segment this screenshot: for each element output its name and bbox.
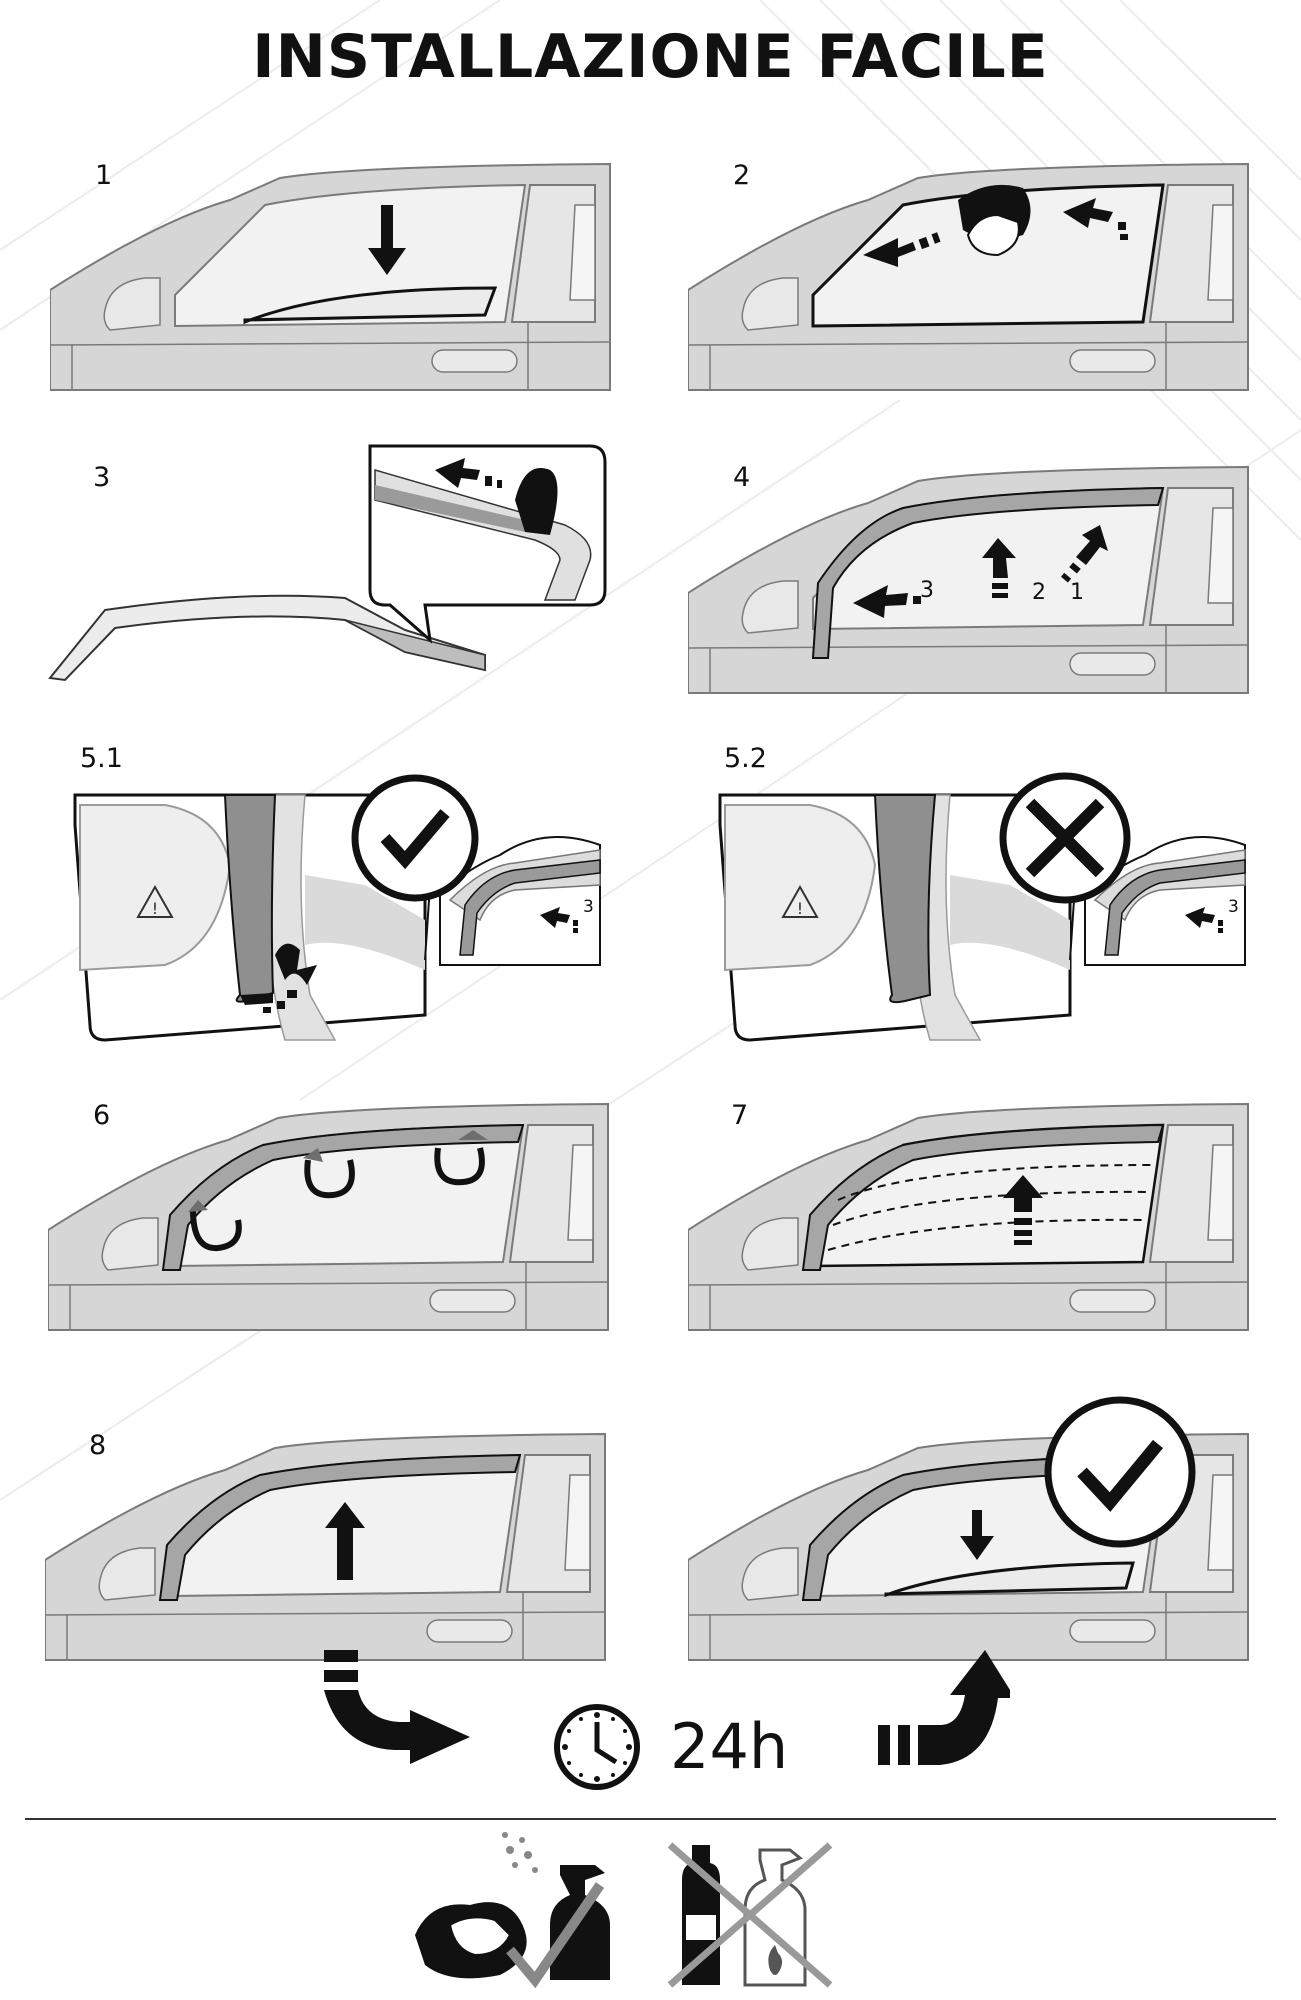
wait-time-label: 24h	[670, 1710, 789, 1783]
step-5-2-illustration: !	[718, 772, 1246, 1042]
flammable-icon	[768, 1945, 783, 1975]
step-4-illustration	[688, 465, 1249, 694]
clock-icon	[554, 1704, 640, 1790]
step-4-sequence-1: 1	[1070, 580, 1084, 605]
check-icon	[380, 809, 450, 870]
divider	[25, 1818, 1276, 1820]
step-2-illustration	[688, 162, 1249, 391]
check-icon	[1077, 1439, 1164, 1512]
step-4-label: 4	[733, 462, 751, 493]
zoom-label-5-2: 3	[1228, 897, 1239, 917]
check-icon	[506, 1882, 605, 1989]
step-5-2-label: 5.2	[724, 743, 767, 774]
step-8-check-badge	[1044, 1396, 1196, 1548]
page-title: INSTALLAZIONE FACILE	[252, 22, 1049, 92]
svg-text:!: !	[152, 899, 158, 918]
step-4-sequence-3: 3	[920, 578, 934, 603]
hand-icon	[966, 213, 1020, 257]
cross-icon	[1025, 798, 1105, 878]
step-4-sequence-2: 2	[1032, 580, 1046, 605]
care-instructions	[415, 1832, 833, 1989]
step-8-label: 8	[89, 1430, 107, 1461]
warning-triangle-icon	[781, 884, 819, 918]
step-1-label: 1	[95, 160, 113, 191]
cross-icon	[667, 1842, 833, 1988]
step-5-1-label: 5.1	[80, 743, 123, 774]
zoom-label-5-1: 3	[583, 897, 594, 917]
step-3-label: 3	[93, 462, 111, 493]
warning-triangle-icon	[136, 884, 174, 918]
step-7-label: 7	[731, 1100, 749, 1131]
step-8-illustration	[45, 1432, 606, 1661]
wait-flow	[324, 1650, 1010, 1765]
step-7-illustration	[688, 1102, 1249, 1331]
step-2-label: 2	[733, 160, 751, 191]
step-3-illustration	[48, 444, 607, 682]
step-1-illustration	[50, 162, 611, 391]
step-6-illustration	[48, 1102, 609, 1331]
step-6-label: 6	[93, 1100, 111, 1131]
svg-text:!: !	[797, 899, 803, 918]
step-5-1-illustration: !	[73, 774, 601, 1042]
